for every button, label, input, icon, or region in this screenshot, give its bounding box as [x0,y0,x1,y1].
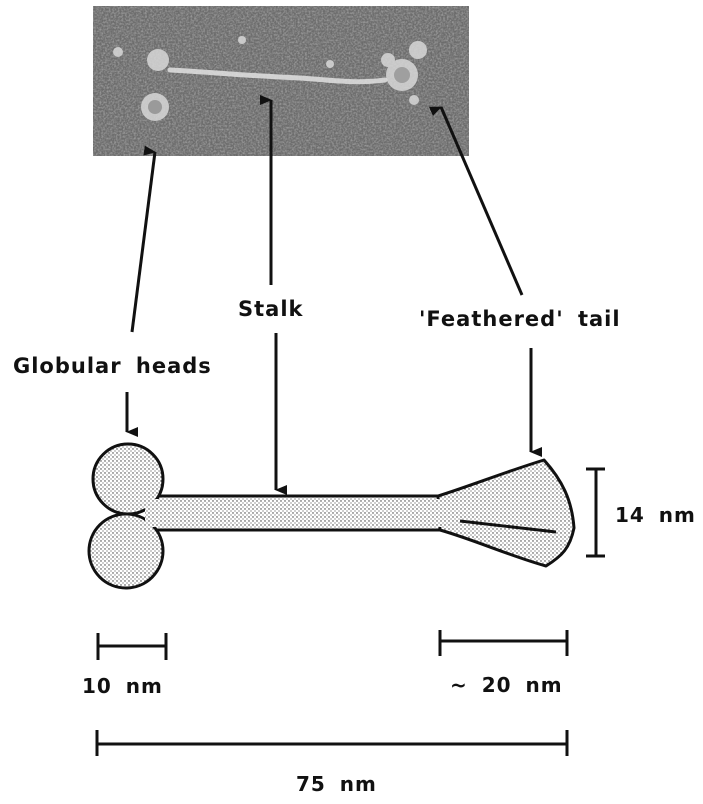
label-stalk: Stalk [238,297,304,321]
electron-micrograph [93,6,469,156]
molecule-schematic [89,444,574,588]
pointer-arrow-heads [132,152,155,332]
dimension-label-total-length: 75 nm [296,772,377,796]
dimension-label-tail-height: 14 nm [615,503,696,527]
dimension-total-length [97,730,567,756]
label-feathered-tail: 'Feathered' tail [419,307,621,331]
dimension-label-head-width: 10 nm [82,674,163,698]
label-globular-heads: Globular heads [13,354,212,378]
dimension-head-width [98,633,166,660]
dimension-tail-height [586,469,605,556]
pointer-arrow-tail [441,107,522,295]
dimension-tail-length [440,630,567,656]
dimension-label-tail-length: ~ 20 nm [450,673,563,697]
